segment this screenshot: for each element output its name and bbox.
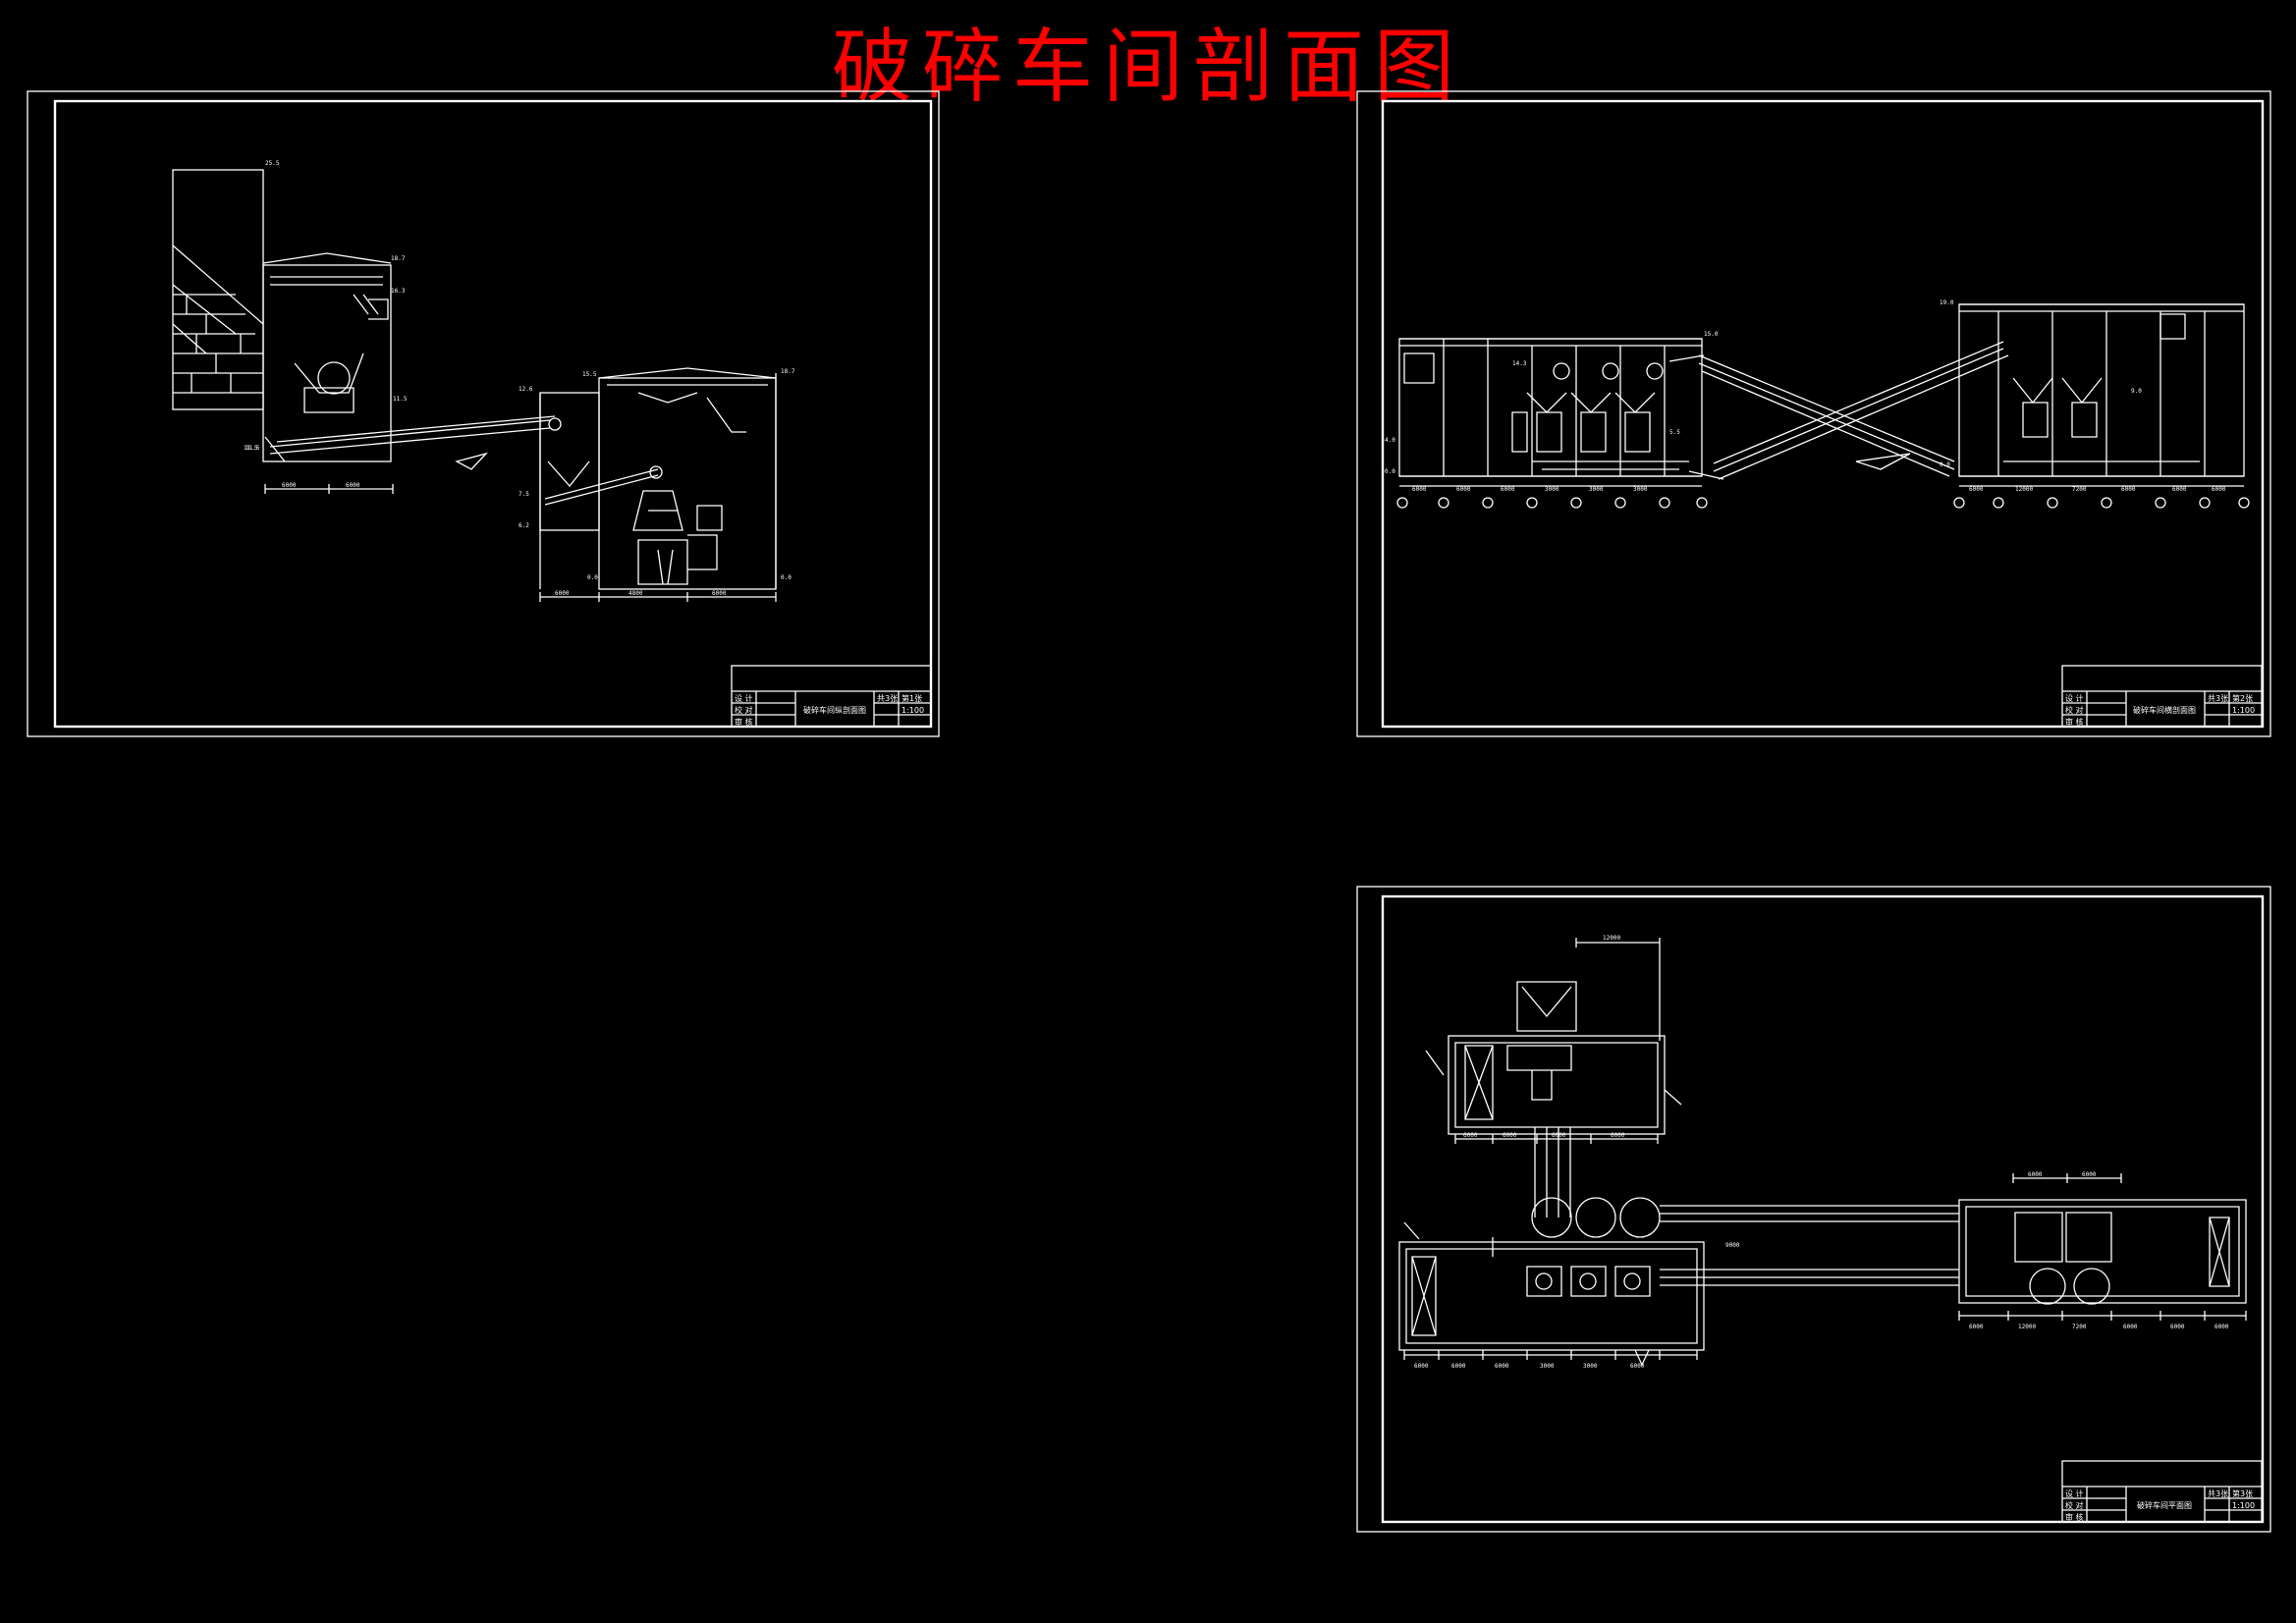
sheet-2-outer-border — [1356, 90, 2271, 737]
svg-text:6000: 6000 — [2212, 486, 2226, 493]
svg-text:6000: 6000 — [2214, 1324, 2229, 1330]
svg-text:9000: 9000 — [1725, 1242, 1740, 1249]
sheet-2-tb-row-1: 设 计 — [2065, 693, 2084, 703]
svg-text:14.3: 14.3 — [1512, 360, 1527, 367]
svg-text:6000: 6000 — [1412, 486, 1427, 493]
svg-text:6000: 6000 — [2028, 1171, 2043, 1178]
sheet-1-inner-border — [53, 99, 933, 729]
sheet-1-tb-row-3: 审 核 — [735, 717, 753, 727]
svg-text:6000: 6000 — [1463, 1132, 1478, 1139]
sheet-1-tb-drawing-name: 破碎车间纵剖面图 — [803, 705, 866, 715]
sheet-1-tb-row-2: 校 对 — [735, 705, 753, 715]
svg-text:18.7: 18.7 — [391, 255, 406, 262]
sheet-3-tb-row-3: 审 核 — [2065, 1512, 2084, 1522]
svg-text:3000: 3000 — [1540, 1363, 1555, 1370]
svg-text:0.0: 0.0 — [781, 574, 792, 581]
sheet-3-tb-row-1: 设 计 — [2065, 1488, 2084, 1498]
svg-text:18.7: 18.7 — [781, 368, 795, 375]
sheet-2-tb-drawing-name: 破碎车间横剖面图 — [2133, 705, 2196, 715]
sheet-3-plan-drawing: 12000 6000 6000 6000 6000 6000 6000 6000 300… — [1398, 935, 2247, 1370]
sheet-3-tb-id-2: 第3张 — [2232, 1488, 2253, 1498]
svg-text:6000: 6000 — [2082, 1171, 2097, 1178]
svg-text:6000: 6000 — [1414, 1363, 1429, 1370]
svg-text:6000: 6000 — [2121, 486, 2136, 493]
sheet-2-inner-border — [1381, 99, 2265, 729]
svg-text:6000: 6000 — [1495, 1363, 1509, 1370]
svg-text:6000: 6000 — [1611, 1132, 1625, 1139]
svg-text:6000: 6000 — [1456, 486, 1471, 493]
sheet-2-section-drawing: 6000 6000 6000 3000 3000 3000 6000 12000 720… — [1385, 299, 2250, 509]
svg-text:3000: 3000 — [1583, 1363, 1598, 1370]
svg-text:19.0: 19.0 — [1940, 299, 1954, 306]
svg-text:5.5: 5.5 — [1669, 429, 1680, 436]
svg-text:6000: 6000 — [1451, 1363, 1466, 1370]
svg-text:4.0: 4.0 — [1385, 437, 1395, 444]
svg-text:6000: 6000 — [2123, 1324, 2138, 1330]
sheet-1-title-block: 设 计 校 对 审 核 破碎车间纵剖面图 共3张 第1张 1:100 — [731, 665, 932, 728]
sheet-1-outer-border — [27, 90, 940, 737]
svg-text:16.3: 16.3 — [391, 288, 406, 295]
sheet-1-tb-id-2: 第1张 — [902, 693, 922, 703]
svg-text:6000: 6000 — [282, 482, 297, 489]
svg-text:7.5: 7.5 — [519, 491, 529, 498]
sheet-2: 6000 6000 6000 3000 3000 3000 6000 12000 720… — [1356, 90, 2271, 737]
sheet-2-tb-id-1: 共3张 — [2208, 694, 2228, 703]
svg-text:15.5: 15.5 — [582, 371, 597, 378]
svg-text:12.6: 12.6 — [519, 386, 533, 393]
svg-text:6000: 6000 — [2172, 486, 2187, 493]
sheet-3-title-block: 设 计 校 对 审 核 破碎车间平面图 共3张 第3张 1:100 — [2061, 1460, 2263, 1523]
svg-text:6000: 6000 — [346, 482, 360, 489]
sheet-3: 12000 6000 6000 6000 6000 6000 6000 6000 300… — [1356, 886, 2271, 1533]
svg-text:25.5: 25.5 — [265, 160, 280, 167]
sheet-2-tb-row-2: 校 对 — [2065, 705, 2084, 715]
sheet-1-tb-id-3: 1:100 — [902, 706, 924, 715]
svg-text:9.0: 9.0 — [2131, 388, 2142, 395]
sheet-3-tb-row-2: 校 对 — [2065, 1500, 2084, 1510]
sheet-3-tb-drawing-name: 破碎车间平面图 — [2137, 1500, 2192, 1510]
sheet-2-tb-id-2: 第2张 — [2232, 693, 2253, 703]
svg-text:6000: 6000 — [2170, 1324, 2185, 1330]
svg-text:15.0: 15.0 — [1704, 331, 1719, 338]
svg-text:0.0: 0.0 — [1385, 468, 1395, 475]
svg-text:6.2: 6.2 — [519, 522, 529, 529]
svg-text:6000: 6000 — [1969, 1324, 1984, 1330]
sheet-3-outer-border — [1356, 886, 2271, 1533]
svg-text:3000: 3000 — [1589, 486, 1604, 493]
sheet-1: 6000 6000 6000 4800 6000 25.5 18.7 16.3 11.5 1… — [27, 90, 940, 737]
sheet-2-tb-id-3: 1:100 — [2232, 706, 2255, 715]
svg-text:12000: 12000 — [2018, 1324, 2036, 1330]
sheet-2-tb-row-3: 审 核 — [2065, 717, 2084, 727]
svg-text:7200: 7200 — [2072, 1324, 2087, 1330]
sheet-2-title-block: 设 计 校 对 审 核 破碎车间横剖面图 共3张 第2张 1:100 — [2061, 665, 2263, 728]
svg-text:6000: 6000 — [712, 590, 727, 597]
svg-text:0.0: 0.0 — [1940, 461, 1950, 468]
svg-text:6000: 6000 — [1630, 1363, 1645, 1370]
drawing-title: 破碎车间剖面图 — [831, 21, 1464, 114]
svg-text:7200: 7200 — [2072, 486, 2087, 493]
sheet-3-tb-id-3: 1:100 — [2232, 1501, 2255, 1510]
svg-text:0.0: 0.0 — [587, 574, 598, 581]
svg-text:4800: 4800 — [629, 590, 643, 597]
svg-text:12000: 12000 — [2015, 486, 2033, 493]
svg-text:11.5: 11.5 — [246, 445, 260, 452]
sheet-1-tb-id-1: 共3张 — [877, 694, 898, 703]
svg-text:6000: 6000 — [1501, 486, 1515, 493]
svg-text:11.5: 11.5 — [393, 396, 408, 403]
svg-text:6000: 6000 — [1503, 1132, 1517, 1139]
sheet-1-tb-row-1: 设 计 — [735, 693, 753, 703]
svg-text:6000: 6000 — [1969, 486, 1984, 493]
svg-text:3000: 3000 — [1545, 486, 1559, 493]
svg-text:11.5: 11.5 — [244, 445, 258, 452]
svg-text:3000: 3000 — [1633, 486, 1648, 493]
svg-text:12000: 12000 — [1603, 935, 1620, 942]
sheet-3-tb-id-1: 共3张 — [2208, 1489, 2228, 1498]
svg-text:6000: 6000 — [555, 590, 570, 597]
sheet-3-inner-border — [1381, 894, 2265, 1524]
sheet-1-section-drawing: 6000 6000 6000 4800 6000 25.5 18.7 16.3 11.5 1… — [172, 160, 795, 602]
